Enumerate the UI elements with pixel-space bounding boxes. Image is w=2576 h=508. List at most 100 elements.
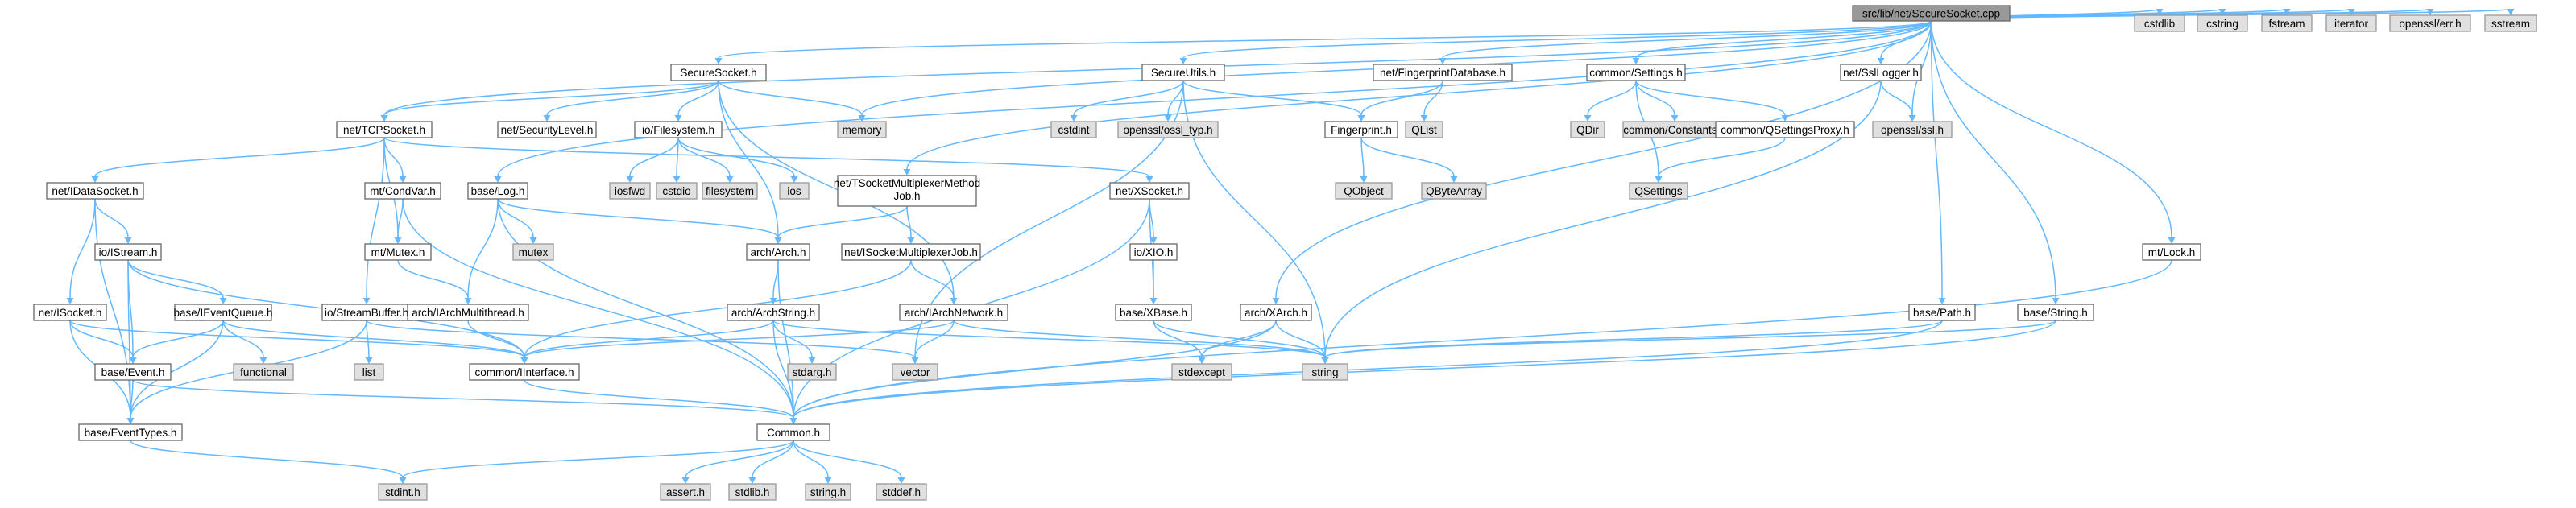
node-log-h[interactable]: base/Log.h — [467, 182, 528, 200]
arrowhead — [66, 298, 74, 304]
node-box — [336, 121, 433, 138]
node-label: net/FingerprintDatabase.h — [1380, 67, 1505, 79]
node-iarchmt-h[interactable]: arch/IArchMultithread.h — [407, 304, 529, 321]
edge-iinterface_h-to-common_h — [524, 379, 797, 424]
node-label: arch/ArchString.h — [731, 307, 815, 319]
edge-fingerprintdb_h-to-qlist — [1420, 80, 1443, 122]
node-mutex-h[interactable]: mt/Mutex.h — [364, 243, 432, 261]
edge-fingerprintdb_h-to-fingerprint_h — [1357, 80, 1443, 122]
node-box — [1109, 182, 1190, 200]
node-ssllogger-h[interactable]: net/SslLogger.h — [1840, 64, 1922, 81]
arrowhead — [365, 357, 373, 364]
node-label: stdint.h — [385, 486, 420, 498]
node-box — [1324, 121, 1398, 138]
node-common-h[interactable]: Common.h — [756, 423, 830, 441]
node-box — [1240, 304, 1312, 321]
node-securitylevel-h[interactable]: net/SecurityLevel.h — [497, 121, 597, 138]
node-streambuffer-h[interactable]: io/StreamBuffer.h — [321, 304, 412, 321]
arrowhead — [858, 115, 866, 122]
node-secureutils-h[interactable]: SecureUtils.h — [1141, 64, 1225, 81]
node-box — [1171, 363, 1232, 381]
node-box — [1852, 5, 2011, 22]
node-xsocket-h[interactable]: net/XSocket.h — [1109, 182, 1190, 200]
node-lock-h[interactable]: mt/Lock.h — [2142, 243, 2201, 261]
node-root[interactable]: src/lib/net/SecureSocket.cpp — [1852, 5, 2011, 22]
node-fingerprint-h[interactable]: Fingerprint.h — [1324, 121, 1398, 138]
arrowhead — [714, 58, 723, 64]
node-path-h[interactable]: base/Path.h — [1908, 304, 1976, 321]
node-filesystem-h[interactable]: io/Filesystem.h — [634, 121, 723, 138]
node-xio-h[interactable]: io/XIO.h — [1129, 243, 1178, 261]
edge-securesocket_h-to-arch_h — [718, 80, 782, 244]
arrowhead — [2052, 298, 2060, 304]
node-label: openssl/err.h — [2399, 18, 2461, 30]
node-label: io/XIO.h — [1134, 246, 1174, 258]
node-box — [1050, 121, 1097, 138]
arrowhead — [808, 357, 816, 364]
node-condvar-h[interactable]: mt/CondVar.h — [364, 182, 441, 200]
node-ieventqueue-h[interactable]: base/IEventQueue.h — [173, 304, 273, 321]
node-box — [1840, 64, 1922, 81]
node-box — [1335, 182, 1393, 200]
node-box — [837, 175, 977, 207]
arrowhead — [219, 298, 227, 304]
node-box — [899, 304, 1008, 321]
node-label: cstring — [2206, 18, 2238, 30]
node-stdlib: stdlib.h — [728, 483, 777, 501]
edge-ieventqueue_h-to-functional — [222, 320, 267, 364]
node-box — [2484, 14, 2537, 32]
edge-event_h-to-eventtypes_h — [126, 379, 135, 424]
node-label: stdexcept — [1178, 366, 1225, 378]
edge-eventtypes_h-to-stdint — [130, 440, 407, 484]
node-xarch-h[interactable]: arch/XArch.h — [1240, 304, 1312, 321]
arrowhead — [1179, 58, 1187, 64]
node-string-h2[interactable]: base/String.h — [2017, 304, 2094, 321]
node-qsettingsproxy-h[interactable]: common/QSettingsProxy.h — [1715, 121, 1855, 138]
arrowhead — [950, 298, 958, 304]
arrowhead — [2156, 9, 2164, 15]
node-box — [1908, 304, 1976, 321]
edge-tsocketmux_h-to-arch_h — [774, 205, 908, 244]
node-istream-h[interactable]: io/IStream.h — [94, 243, 162, 261]
node-arch-h[interactable]: arch/Arch.h — [746, 243, 810, 261]
node-cstring-h: string.h — [805, 483, 851, 501]
edge-lock_h-to-common_h — [789, 259, 2172, 424]
node-label: QObject — [1344, 185, 1384, 197]
node-isocketmuxjob-h[interactable]: net/ISocketMultiplexerJob.h — [841, 243, 981, 261]
node-event-h[interactable]: base/Event.h — [94, 363, 172, 381]
node-label: net/XSocket.h — [1116, 185, 1183, 197]
node-openssl-ssl: openssl/ssl.h — [1872, 121, 1953, 138]
node-string: string — [1302, 363, 1348, 381]
node-box — [1115, 304, 1192, 321]
arrowhead — [1272, 298, 1280, 304]
node-iarchnetwork-h[interactable]: arch/IArchNetwork.h — [899, 304, 1008, 321]
edge-root-to-tsocketmux_h — [903, 20, 1932, 176]
node-fingerprintdb-h[interactable]: net/FingerprintDatabase.h — [1373, 64, 1513, 81]
node-isocket-h[interactable]: net/ISocket.h — [33, 304, 107, 321]
node-archstring-h[interactable]: arch/ArchString.h — [727, 304, 820, 321]
node-functional: functional — [233, 363, 294, 381]
edge-settings_h-to-qsettingsproxy_h — [1635, 80, 1789, 122]
edge-archstring_h-to-stdarg — [772, 320, 816, 364]
node-label: base/IEventQueue.h — [173, 307, 272, 319]
node-settings-h[interactable]: common/Settings.h — [1586, 64, 1686, 81]
node-label: QDir — [1576, 124, 1599, 136]
node-layer: src/lib/net/SecureSocket.cppSecureSocket… — [33, 5, 2537, 501]
node-eventtypes-h[interactable]: base/EventTypes.h — [78, 423, 183, 441]
node-iinterface-h[interactable]: common/IInterface.h — [469, 363, 580, 381]
node-label: base/EventTypes.h — [85, 427, 177, 439]
node-box — [1629, 182, 1688, 200]
node-securesocket-h[interactable]: SecureSocket.h — [670, 64, 767, 81]
node-mutex: mutex — [512, 243, 554, 261]
node-box — [702, 182, 758, 200]
arrowhead — [399, 176, 407, 183]
node-idatasocket-h[interactable]: net/IDataSocket.h — [46, 182, 144, 200]
arrowhead — [626, 176, 634, 183]
node-label: SecureUtils.h — [1151, 67, 1216, 79]
node-tcpsocket-h[interactable]: net/TCPSocket.h — [336, 121, 433, 138]
node-xbase-h[interactable]: base/XBase.h — [1115, 304, 1192, 321]
node-box — [364, 182, 441, 200]
node-label: openssl/ssl.h — [1881, 124, 1944, 136]
node-label: mt/Lock.h — [2148, 246, 2196, 258]
